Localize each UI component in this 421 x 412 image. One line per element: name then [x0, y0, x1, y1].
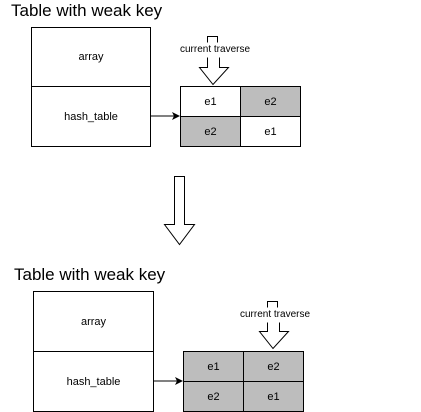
traverse-label: current traverse: [240, 309, 311, 320]
field-label-array: array: [80, 316, 107, 328]
struct-field-hash-table: hash_table: [31, 86, 151, 147]
traverse-arrow: [258, 301, 290, 350]
hash-cell: e1: [183, 351, 244, 382]
hash-cell: e2: [180, 116, 241, 147]
pointer-arrow: [151, 112, 180, 120]
hash-cell: e1: [240, 116, 301, 147]
struct-field-array: array: [33, 291, 154, 352]
field-label-array: array: [78, 51, 104, 63]
field-label-hash-table: hash_table: [66, 376, 121, 388]
hash-cell: e2: [243, 351, 304, 382]
hash-cell: e2: [183, 381, 244, 412]
field-label-hash-table: hash_table: [64, 111, 118, 123]
transition-arrow: [163, 176, 196, 246]
traverse-arrow: [198, 36, 230, 86]
pointer-arrow: [154, 377, 183, 385]
panel-title: Table with weak key: [14, 265, 166, 284]
traverse-label: current traverse: [180, 44, 251, 55]
struct-field-hash-table: hash_table: [33, 351, 154, 412]
hash-cell: e2: [240, 86, 301, 117]
panel-title: Table with weak key: [11, 1, 163, 20]
hash-cell: e1: [243, 381, 304, 412]
